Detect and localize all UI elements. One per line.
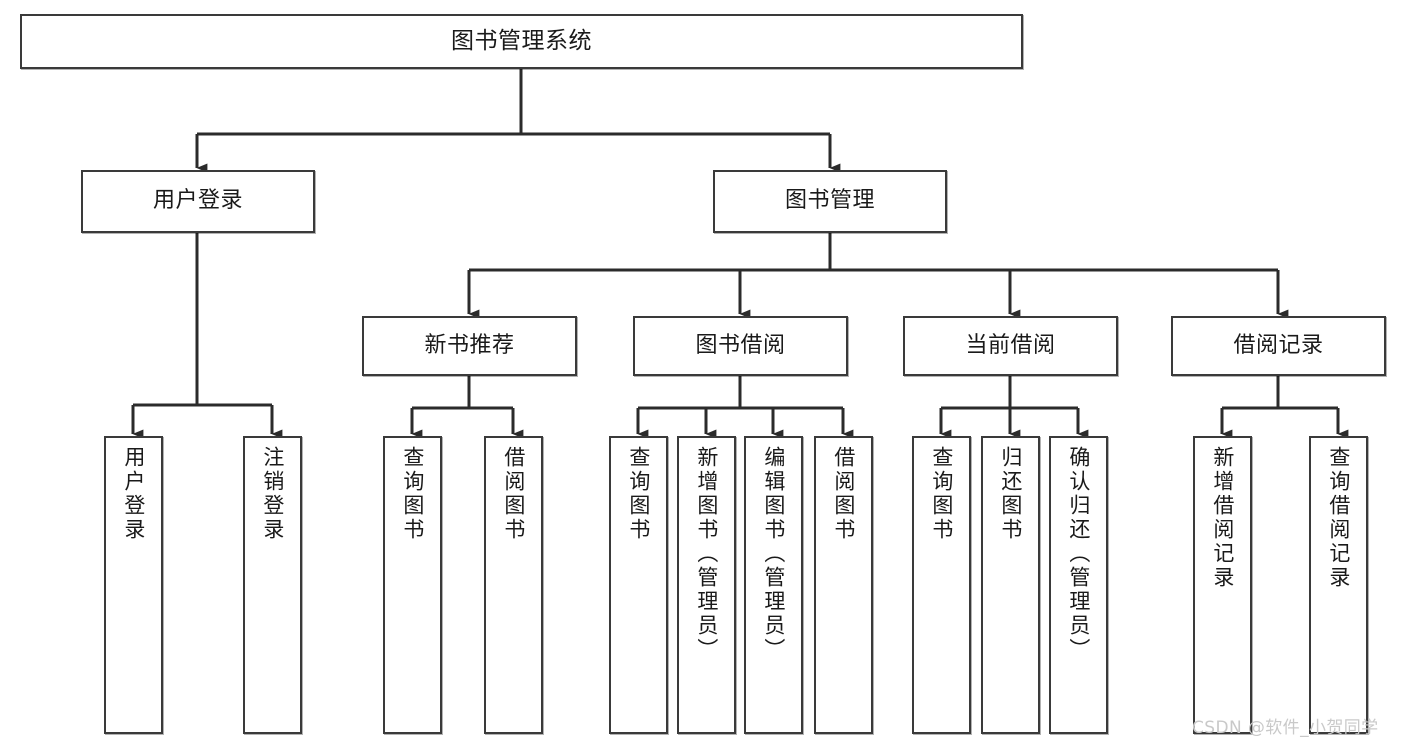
node-label: 新增图书（管理员） <box>694 446 719 662</box>
node-label: 当前借阅 <box>965 332 1056 358</box>
node-borrow-records[interactable]: 借阅记录 <box>1171 316 1386 376</box>
node-label: 查询图书 <box>626 446 651 542</box>
node-root-book-management-system[interactable]: 图书管理系统 <box>20 14 1023 69</box>
node-label: 借阅图书 <box>831 446 856 542</box>
node-leaf-query-books-current[interactable]: 查询图书 <box>912 436 971 734</box>
node-label: 确认归还（管理员） <box>1066 446 1091 662</box>
node-book-management[interactable]: 图书管理 <box>713 170 947 233</box>
node-leaf-borrow-books[interactable]: 借阅图书 <box>814 436 873 734</box>
node-book-borrowing[interactable]: 图书借阅 <box>633 316 848 376</box>
node-leaf-logout[interactable]: 注销登录 <box>243 436 302 734</box>
node-label: 图书管理 <box>784 188 875 214</box>
node-leaf-query-books-borrow[interactable]: 查询图书 <box>609 436 668 734</box>
node-leaf-confirm-return-admin[interactable]: 确认归还（管理员） <box>1049 436 1108 734</box>
node-leaf-edit-book-admin[interactable]: 编辑图书（管理员） <box>744 436 803 734</box>
node-leaf-user-login[interactable]: 用户登录 <box>104 436 163 734</box>
node-leaf-query-books-new[interactable]: 查询图书 <box>383 436 442 734</box>
node-label: 图书借阅 <box>695 332 786 358</box>
node-label: 用户登录 <box>121 446 146 542</box>
node-leaf-add-book-admin[interactable]: 新增图书（管理员） <box>677 436 736 734</box>
node-user-login[interactable]: 用户登录 <box>81 170 315 233</box>
node-label: 借阅记录 <box>1233 332 1324 358</box>
node-label: 借阅图书 <box>501 446 526 542</box>
node-label: 注销登录 <box>260 446 285 542</box>
csdn-watermark: CSDN @软件_小贺同学 <box>1192 718 1379 738</box>
node-leaf-add-borrow-record[interactable]: 新增借阅记录 <box>1193 436 1252 734</box>
node-label: 编辑图书（管理员） <box>761 446 786 662</box>
node-label: 新增借阅记录 <box>1210 446 1235 590</box>
node-label: 查询图书 <box>400 446 425 542</box>
node-label: 新书推荐 <box>424 332 515 358</box>
node-label: 查询图书 <box>929 446 954 542</box>
node-label: 用户登录 <box>152 188 243 214</box>
node-current-borrowing[interactable]: 当前借阅 <box>903 316 1118 376</box>
node-leaf-borrow-books-new[interactable]: 借阅图书 <box>484 436 543 734</box>
node-label: 归还图书 <box>998 446 1023 542</box>
node-label: 图书管理系统 <box>451 27 592 54</box>
node-label: 查询借阅记录 <box>1326 446 1351 590</box>
node-leaf-query-borrow-record[interactable]: 查询借阅记录 <box>1309 436 1368 734</box>
node-leaf-return-books[interactable]: 归还图书 <box>981 436 1040 734</box>
node-new-book-recommendation[interactable]: 新书推荐 <box>362 316 577 376</box>
